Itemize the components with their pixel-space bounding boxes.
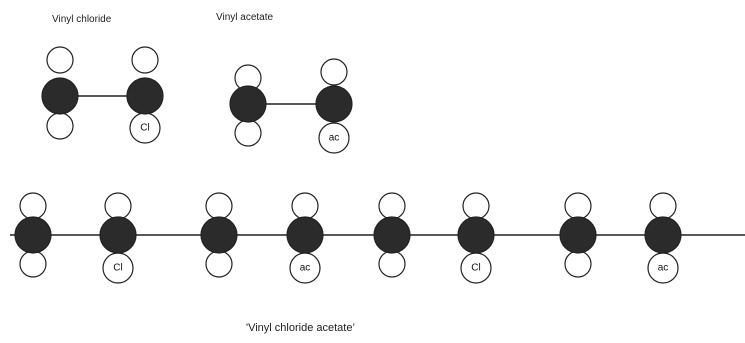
chain-c1-hydrogen-top [19,192,47,220]
vinyl-chloride-substituent: Cl [140,123,149,134]
chain-c7-hydrogen-bottom [564,250,592,278]
va-c2-substituent-atom [318,122,350,154]
vc-c1-hydrogen-bottom [46,112,74,140]
chain-c5-hydrogen-bottom [378,250,406,278]
label-copolymer: 'Vinyl chloride acetate’ [246,322,355,334]
chain-substituent-2: ac [300,263,311,274]
vc-c2-hydrogen-top [131,46,159,74]
chain-c8-carbon [644,216,682,254]
chain-c6-hydrogen-top [462,192,490,220]
chain-c3-carbon [200,216,238,254]
va-c1-hydrogen-bottom [234,119,262,147]
chain-c8-hydrogen-top [649,192,677,220]
chain-c4-hydrogen-top [291,192,319,220]
chain-c6-carbon [457,216,495,254]
chain-c5-carbon [373,216,411,254]
va-c2-hydrogen-top [320,58,348,86]
chain-c5-hydrogen-top [378,192,406,220]
chain-c4-carbon [286,216,324,254]
chain-c1-carbon [14,216,52,254]
chain-substituent-1: Cl [113,263,122,274]
chain-c2-carbon [99,216,137,254]
chain-c2-hydrogen-top [104,192,132,220]
label-vinyl-acetate: Vinyl acetate [216,12,274,23]
vinyl-acetate-substituent: ac [329,133,340,144]
va-c1-carbon [229,85,267,123]
chain-substituent-3: Cl [471,263,480,274]
vc-c1-carbon [41,77,79,115]
chain-c7-hydrogen-top [564,192,592,220]
vc-c1-hydrogen-top [46,46,74,74]
chain-c1-hydrogen-bottom [19,250,47,278]
chain-c3-hydrogen-bottom [205,250,233,278]
chain-substituent-4: ac [658,263,669,274]
chain-c3-hydrogen-top [205,192,233,220]
label-vinyl-chloride: Vinyl chloride [52,14,112,25]
vc-c2-carbon [126,77,164,115]
va-c2-carbon [315,85,353,123]
chain-c7-carbon [559,216,597,254]
